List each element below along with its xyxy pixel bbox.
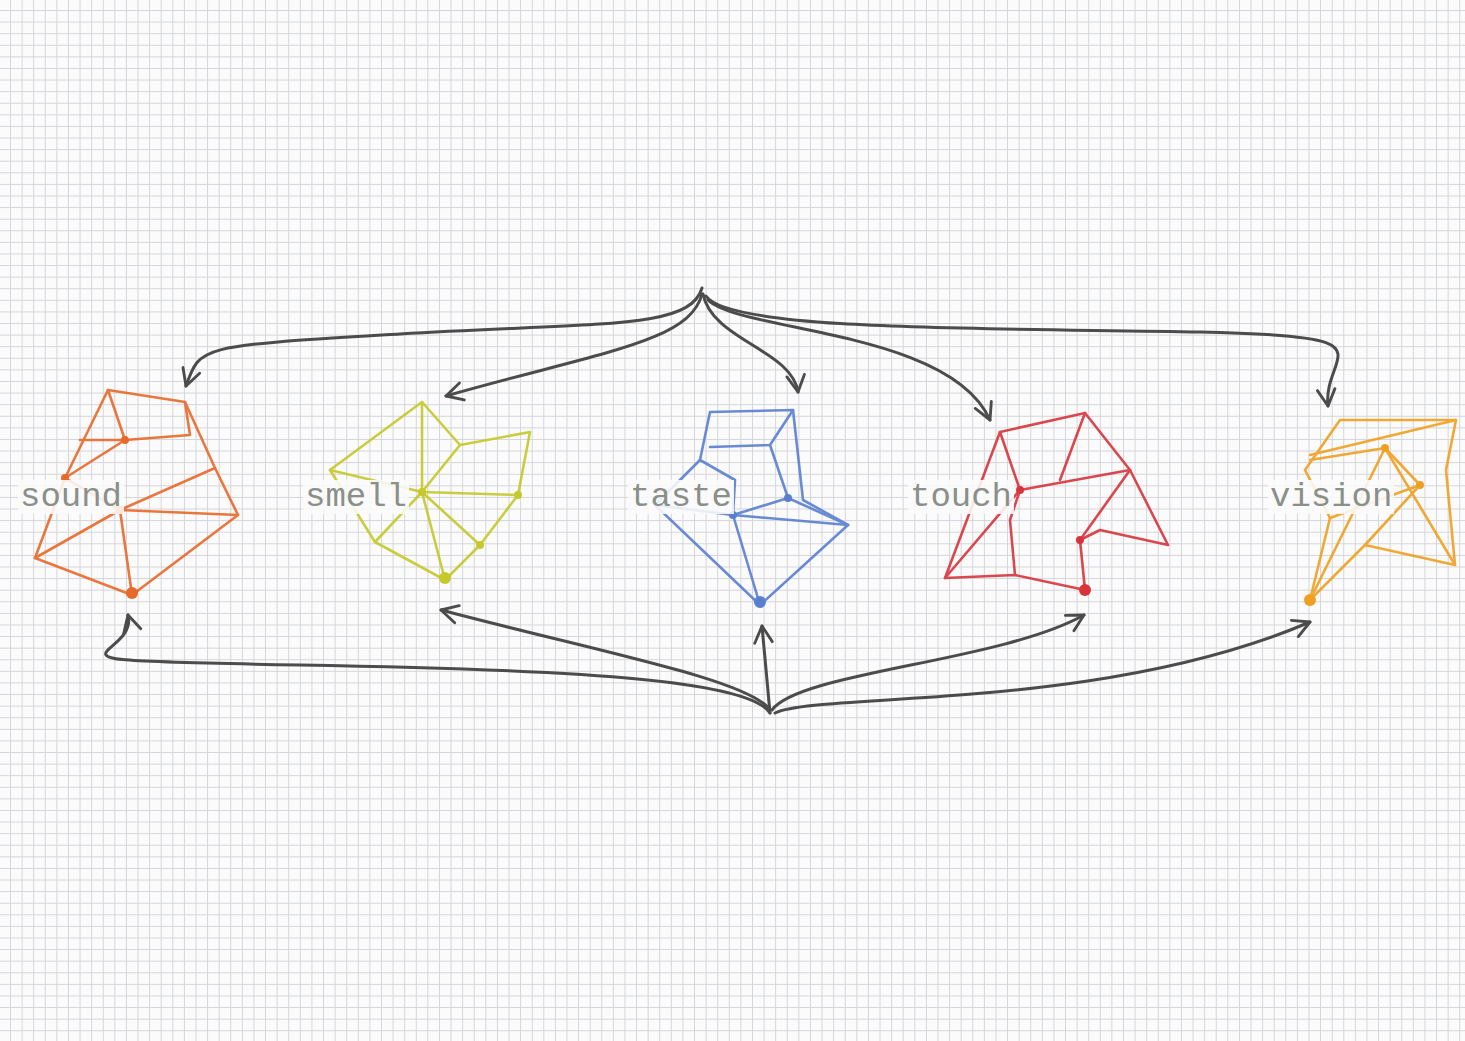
sense-label: touch	[908, 480, 1014, 514]
sense-label: sound	[18, 480, 124, 514]
sense-label: vision	[1268, 480, 1394, 514]
sense-polygon: sound	[15, 380, 250, 610]
sense-polygon: taste	[625, 400, 855, 615]
arrow-line	[772, 615, 1084, 710]
sense-label: smell	[303, 480, 409, 514]
arrow-line	[703, 294, 798, 392]
arrow-line	[106, 615, 770, 713]
arrow-line	[186, 288, 702, 386]
sense-polygon: smell	[300, 390, 540, 595]
arrow-line	[708, 300, 990, 420]
arrow-line	[446, 294, 702, 396]
arrow-line	[775, 622, 1310, 713]
arrow-line	[706, 296, 1338, 406]
arrow-line	[762, 626, 770, 713]
arrow-line	[441, 610, 770, 710]
sense-label: taste	[628, 480, 734, 514]
sense-polygon: vision	[1265, 410, 1461, 610]
sense-polygon: touch	[905, 400, 1175, 600]
